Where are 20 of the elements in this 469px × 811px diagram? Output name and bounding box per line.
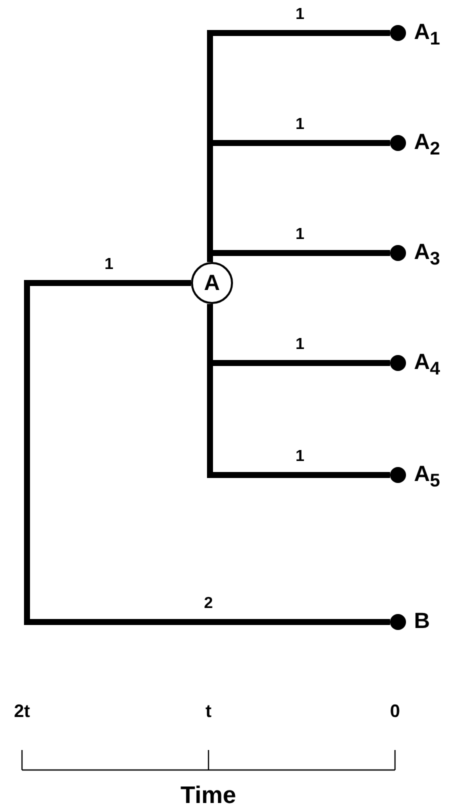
- leaf-label: A$_{2}$: [414, 131, 440, 158]
- tick-label: t: [206, 702, 212, 720]
- leaf-label: A$_{4}$: [414, 351, 440, 378]
- tree-branch: [27, 280, 191, 286]
- tick-label: 0: [390, 702, 400, 720]
- leaf-label: A$_{5}$: [414, 463, 440, 490]
- edge-label: 1: [296, 449, 304, 465]
- leaf-label: B: [414, 610, 430, 632]
- edge-label: 1: [104, 257, 114, 273]
- edge-label: 1: [296, 7, 304, 23]
- node-circle: A: [191, 262, 233, 304]
- tick-label: 2t: [14, 702, 30, 720]
- tree-branch: [24, 283, 390, 625]
- edge-label: 2: [204, 596, 213, 612]
- edge-label: 1: [296, 227, 304, 243]
- axis-title: Time: [180, 784, 236, 808]
- edge-label: 1: [296, 337, 304, 353]
- edge-label: 1: [296, 117, 304, 133]
- leaf-label: A$_{3}$: [414, 241, 440, 268]
- leaf-label: A$_{1}$: [414, 21, 440, 48]
